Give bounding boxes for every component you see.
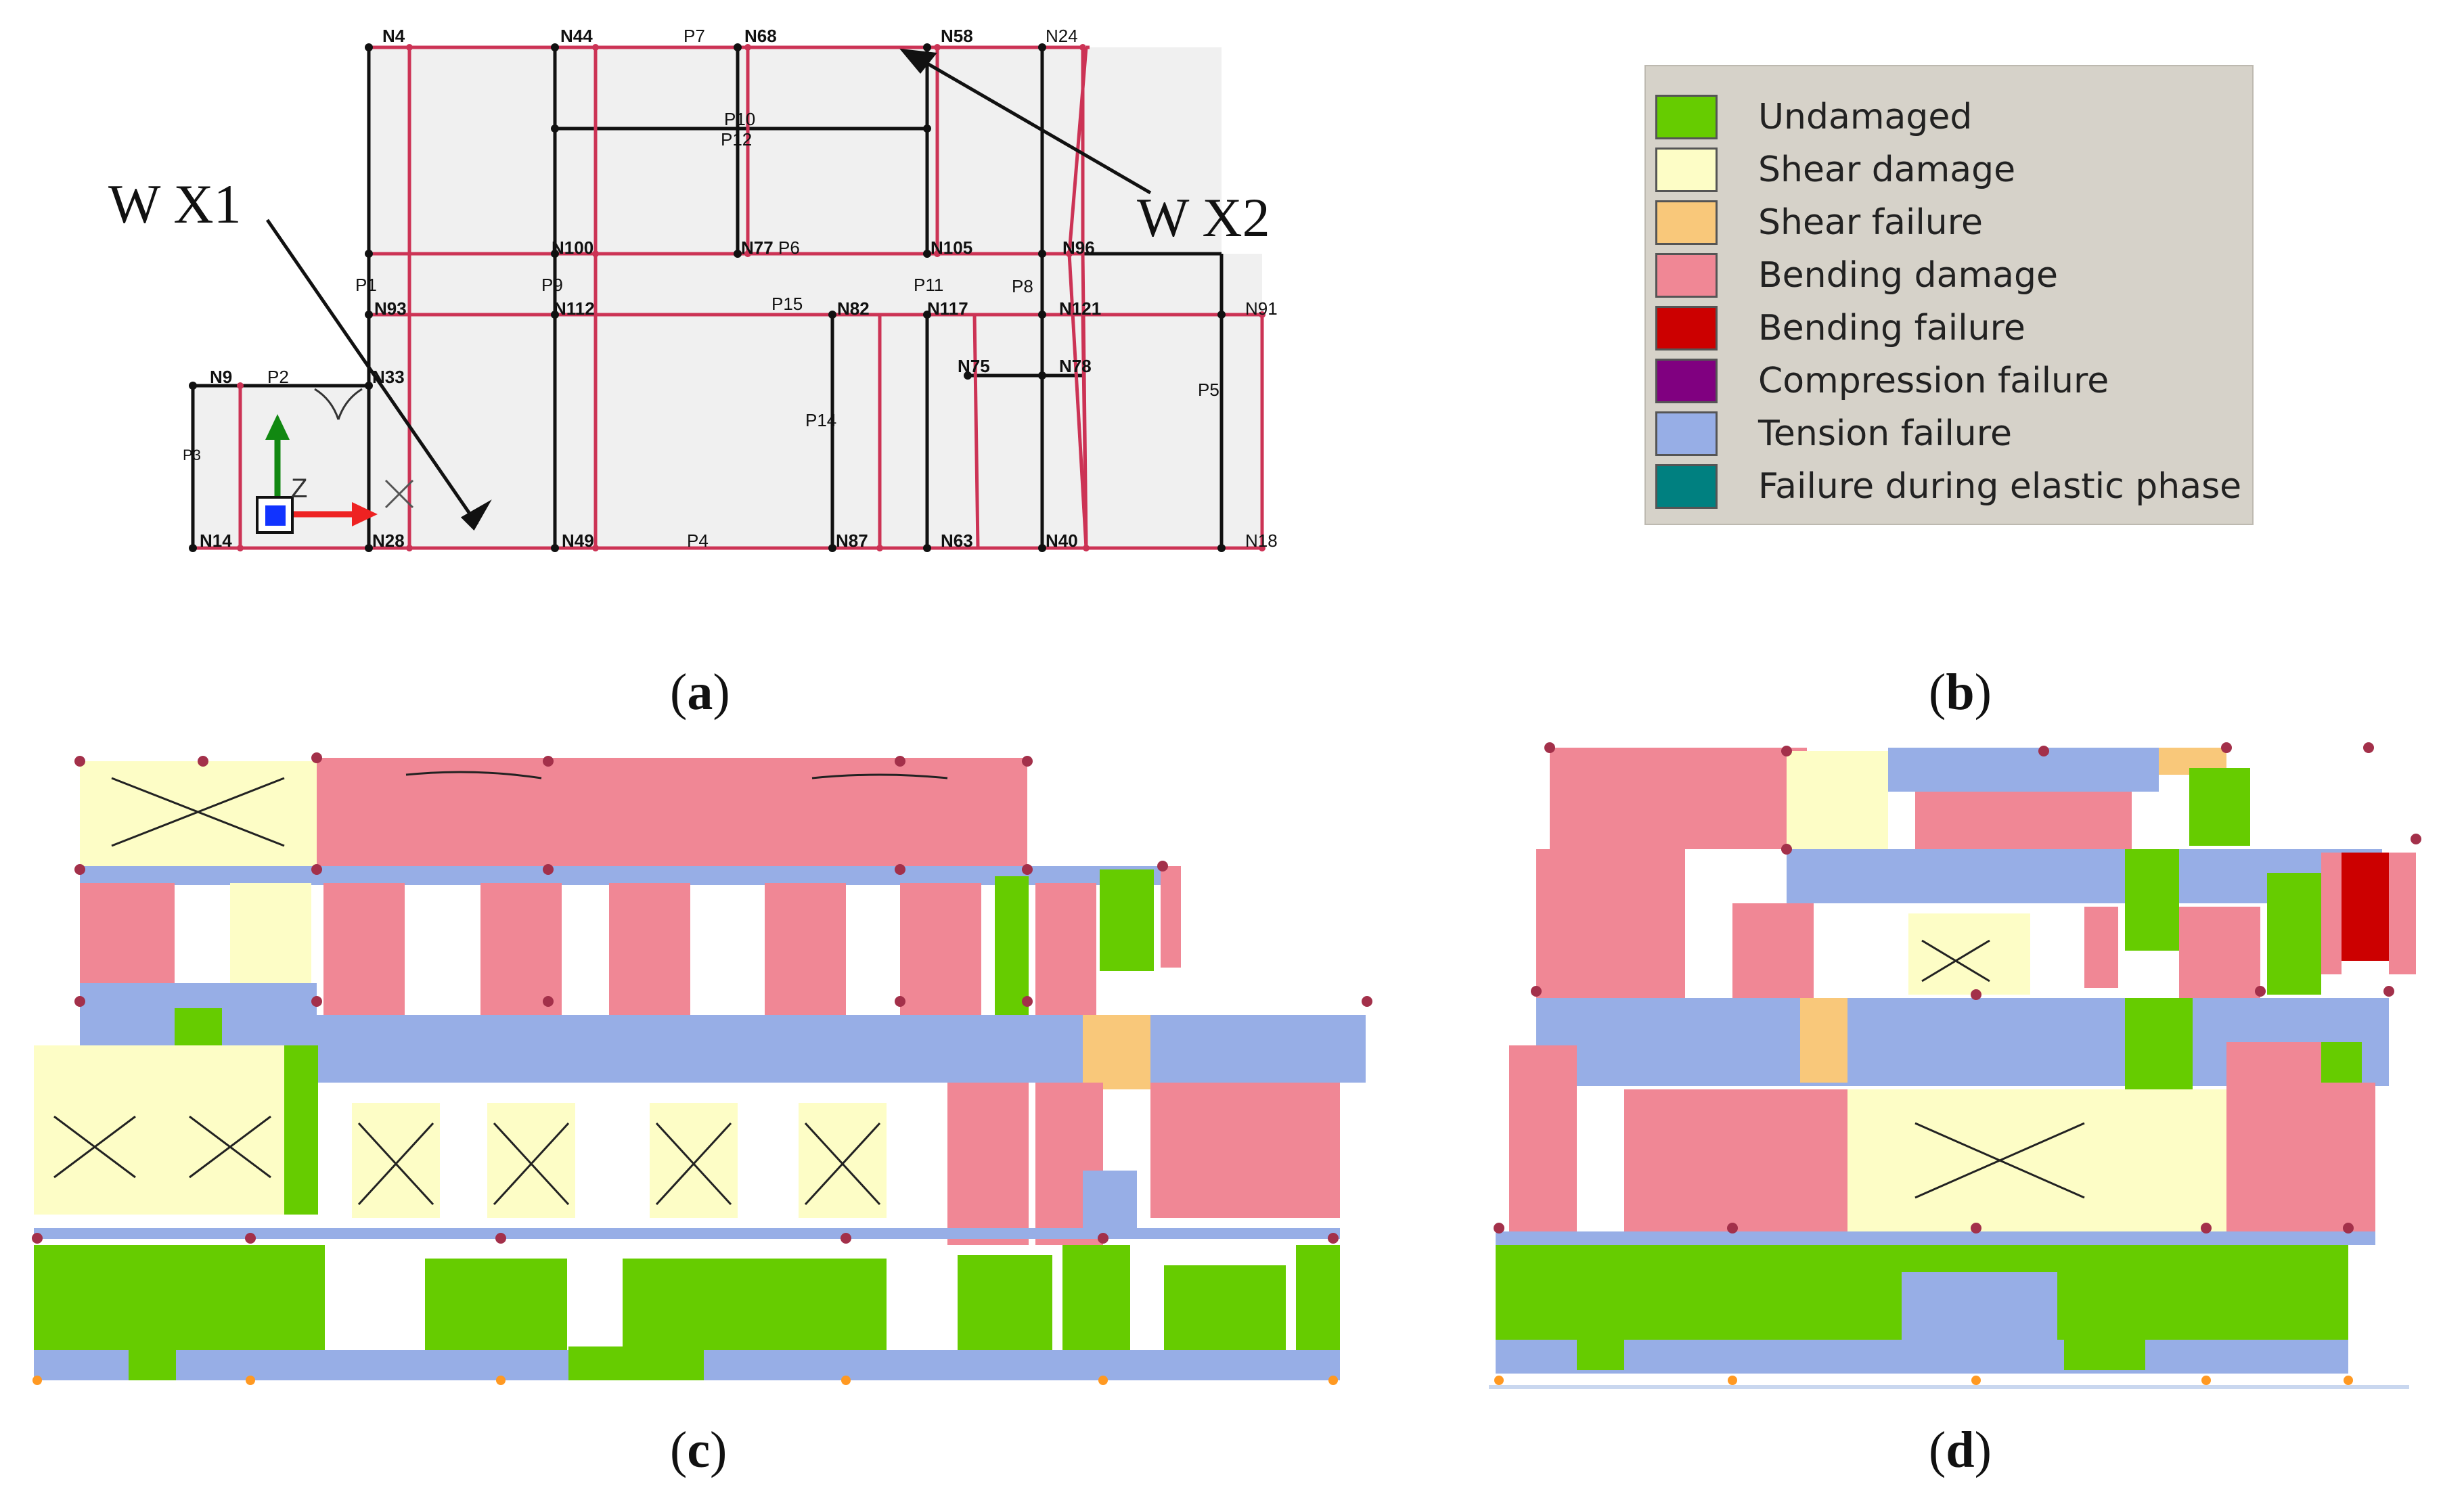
- legend-swatch: [1655, 411, 1718, 456]
- legend-label: Tension failure: [1758, 413, 2012, 454]
- wall-arrows: [265, 48, 1152, 531]
- wall-x2-label: W X2: [1137, 187, 1270, 248]
- legend-swatch: [1655, 306, 1718, 350]
- x1-base-nodes: [32, 1376, 1338, 1385]
- caption-c-letter: c: [687, 1422, 711, 1478]
- label-n96: N96: [1062, 237, 1095, 258]
- legend-label: Compression failure: [1758, 361, 2109, 401]
- x2-base-nodes: [1494, 1376, 2353, 1385]
- legend-item-tension-failure: Tension failure: [1655, 407, 2252, 460]
- label-n14: N14: [200, 530, 232, 551]
- label-n18: N18: [1245, 530, 1278, 551]
- legend-item-bending-failure: Bending failure: [1655, 302, 2252, 355]
- x1-first-storey-piers: [34, 1045, 1340, 1245]
- label-n63: N63: [941, 530, 973, 551]
- legend-label: Bending damage: [1758, 255, 2058, 296]
- legend-swatch: [1655, 464, 1718, 509]
- label-n75: N75: [958, 356, 990, 376]
- label-n33: N33: [372, 367, 405, 387]
- label-n87: N87: [836, 530, 868, 551]
- label-p12: P12: [721, 129, 752, 150]
- label-n9: N9: [210, 367, 232, 387]
- label-n121: N121: [1059, 298, 1101, 319]
- caption-a-letter: a: [687, 664, 713, 721]
- label-p4: P4: [687, 530, 709, 551]
- x2-top-storey: [1550, 748, 2382, 903]
- x1-top-storey: [80, 758, 1163, 885]
- label-p11: P11: [914, 275, 943, 295]
- plan-labels: N4 N44 P7 N68 N58 N24 P10 P12 N100 N77 P…: [183, 26, 1278, 551]
- label-p9: P9: [541, 275, 563, 295]
- plan-nodes: [189, 43, 1226, 552]
- label-n77: N77: [741, 237, 774, 258]
- label-n93: N93: [374, 298, 407, 319]
- legend-item-shear-damage: Shear damage: [1655, 143, 2252, 196]
- x1-second-storey-piers: [80, 866, 1366, 1089]
- legend-swatch: [1655, 200, 1718, 245]
- axis-triad: Z: [256, 388, 414, 534]
- label-p3: P3: [183, 447, 201, 463]
- legend-label: Undamaged: [1758, 97, 1973, 137]
- x1-ground-storey: [34, 1245, 1340, 1380]
- label-n105: N105: [931, 237, 972, 258]
- legend-item-bending-damage: Bending damage: [1655, 249, 2252, 302]
- caption-b-letter: b: [1946, 664, 1975, 721]
- legend-swatch: [1655, 359, 1718, 403]
- legend-item-undamaged: Undamaged: [1655, 91, 2252, 143]
- x2-node-dots: [1494, 742, 2421, 1233]
- label-p5: P5: [1198, 380, 1219, 400]
- label-p8: P8: [1012, 276, 1033, 296]
- x2-first-storey: [1496, 939, 2375, 1245]
- legend-label: Bending failure: [1758, 308, 2025, 348]
- caption-a: (a): [670, 664, 730, 721]
- label-n82: N82: [837, 298, 870, 319]
- label-n40: N40: [1046, 530, 1078, 551]
- plan-fill: [193, 47, 1262, 548]
- label-n100: N100: [552, 237, 593, 258]
- label-n49: N49: [562, 530, 594, 551]
- label-n112: N112: [554, 298, 595, 319]
- label-p2: P2: [267, 367, 289, 387]
- label-n58: N58: [941, 26, 973, 46]
- label-p15: P15: [771, 294, 803, 314]
- label-p10: P10: [724, 109, 755, 129]
- legend-item-compression-failure: Compression failure: [1655, 355, 2252, 407]
- caption-d-letter: d: [1946, 1422, 1975, 1478]
- legend-swatch: [1655, 253, 1718, 298]
- damage-legend: Undamaged Shear damage Shear failure Ben…: [1644, 65, 2254, 525]
- legend-label: Shear failure: [1758, 202, 1983, 243]
- label-n44: N44: [560, 26, 593, 46]
- label-p14: P14: [805, 410, 836, 430]
- label-n78: N78: [1059, 356, 1092, 376]
- label-n28: N28: [372, 530, 405, 551]
- label-n24: N24: [1046, 26, 1078, 46]
- svg-text:Z: Z: [291, 474, 307, 503]
- label-p7: P7: [684, 26, 705, 46]
- caption-c: (c): [670, 1422, 727, 1478]
- label-n91: N91: [1245, 298, 1278, 319]
- legend-item-shear-failure: Shear failure: [1655, 196, 2252, 249]
- plan-red-nodes: [237, 44, 1265, 551]
- caption-b: (b): [1929, 664, 1992, 721]
- x2-ground-storey: [1489, 1245, 2409, 1389]
- wall-x1-label: W X1: [108, 173, 242, 235]
- label-n68: N68: [744, 26, 777, 46]
- label-p6: P6: [778, 237, 800, 258]
- legend-swatch: [1655, 95, 1718, 139]
- x1-node-dots: [32, 752, 1372, 1244]
- label-p1: P1: [355, 275, 377, 295]
- legend-label: Shear damage: [1758, 150, 2016, 190]
- label-n117: N117: [927, 298, 968, 319]
- legend-label: Failure during elastic phase: [1758, 466, 2242, 507]
- legend-swatch: [1655, 148, 1718, 192]
- caption-d: (d): [1929, 1422, 1992, 1478]
- label-n4: N4: [382, 26, 405, 46]
- legend-item-elastic-failure: Failure during elastic phase: [1655, 460, 2252, 513]
